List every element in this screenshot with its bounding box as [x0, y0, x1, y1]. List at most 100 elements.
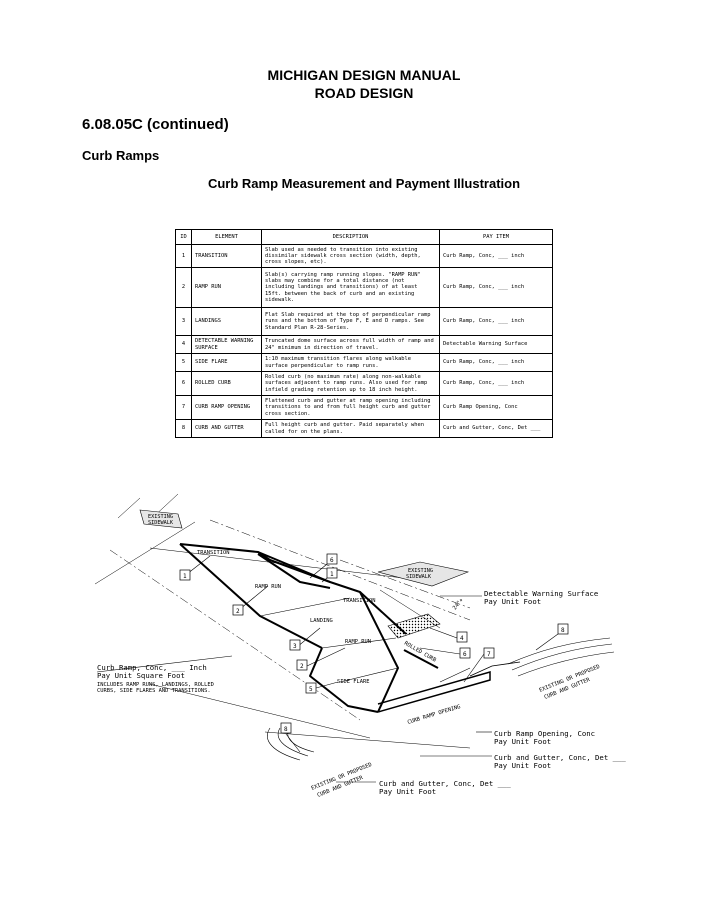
table-row: 1 TRANSITION Slab used as needed to tran…: [175, 244, 553, 268]
note-cg1-title: Curb and Gutter, Conc, Det ___: [494, 753, 626, 762]
cell-id: 5: [175, 353, 192, 372]
callout-1a-label: 1: [183, 573, 187, 580]
callout-7-label: 7: [487, 651, 491, 658]
existing-sidewalk-right-label-1: EXISTING: [408, 568, 433, 574]
cell-id: 7: [175, 395, 192, 420]
cell-id: 8: [175, 419, 192, 438]
pay-note-dws: Detectable Warning Surface Pay Unit Foot: [440, 589, 598, 606]
cell-description: Flattened curb and gutter at ramp openin…: [261, 395, 440, 420]
note-cg2-unit: Pay Unit Foot: [379, 787, 436, 796]
callout-6a: 6: [326, 553, 338, 565]
label-ramp-run-upper: RAMP RUN: [255, 584, 281, 590]
pay-note-curb-ramp-opening: Curb Ramp Opening, Conc Pay Unit Foot: [476, 729, 595, 746]
callout-1b: 1: [326, 567, 338, 579]
pay-note-curb-gutter-left: Curb and Gutter, Conc, Det ___ Pay Unit …: [336, 779, 511, 796]
cell-element: TRANSITION: [191, 244, 262, 268]
callout-5: 5: [305, 682, 317, 694]
callout-1a: 1: [179, 569, 191, 581]
cell-pay-item: Curb Ramp, Conc, ___ inch: [439, 307, 553, 336]
callout-3a-label: 3: [293, 643, 297, 650]
cell-description: Truncated dome surface across full width…: [261, 335, 440, 354]
pay-note-curb-ramp: Curb Ramp, Conc, ___ Inch Pay Unit Squar…: [96, 655, 233, 694]
cell-description: Rolled curb (no maximum rate) along non-…: [261, 371, 440, 396]
label-transition-mid: TRANSITION: [343, 598, 375, 604]
figure-title: Curb Ramp Measurement and Payment Illust…: [207, 176, 521, 191]
section-heading: 6.08.05C (continued): [82, 116, 229, 133]
table-row: 2 RAMP RUN Slab(s) carrying ramp running…: [175, 267, 553, 308]
cell-pay-item: Curb Ramp, Conc, ___ inch: [439, 267, 553, 308]
note-cr-title: Curb Ramp, Conc, ___ Inch: [97, 663, 207, 672]
cell-element: CURB RAMP OPENING: [191, 395, 262, 420]
callout-2b-label: 2: [300, 663, 304, 670]
callout-1b-label: 1: [330, 571, 334, 578]
callout-6b: 6: [459, 647, 471, 659]
callout-3a: 3: [289, 639, 301, 651]
existing-sidewalk-right: EXISTING SIDEWALK: [377, 561, 470, 587]
cell-pay-item: Curb Ramp, Conc, ___ inch: [439, 244, 553, 268]
curb-ramp-illustration: EXISTING SIDEWALK EXISTING SIDEWALK: [94, 493, 626, 799]
callout-8b-label: 8: [284, 726, 288, 733]
pay-note-curb-gutter-right: Curb and Gutter, Conc, Det ___ Pay Unit …: [420, 753, 626, 770]
existing-sidewalk-right-label-2: SIDEWALK: [406, 574, 432, 580]
note-dws-unit: Pay Unit Foot: [484, 597, 541, 606]
callout-8a: 8: [557, 623, 569, 635]
label-side-flare: SIDE FLARE: [337, 679, 369, 685]
callout-8a-label: 8: [561, 627, 565, 634]
dimension-lines: [109, 519, 471, 721]
cell-element: ROLLED CURB: [191, 371, 262, 396]
label-ramp-run-lower: RAMP RUN: [345, 639, 371, 645]
manual-title: MICHIGAN DESIGN MANUAL: [267, 67, 461, 83]
cell-pay-item: Curb Ramp Opening, Conc: [439, 395, 553, 420]
note-dws-title: Detectable Warning Surface: [484, 589, 598, 598]
note-cg2-title: Curb and Gutter, Conc, Det ___: [379, 779, 511, 788]
col-header-pay-item: PAY ITEM: [439, 229, 553, 245]
note-cg1-unit: Pay Unit Foot: [494, 761, 551, 770]
ramp-inner-lines: [259, 597, 399, 683]
col-header-element: ELEMENT: [191, 229, 262, 245]
table-row: 7 CURB RAMP OPENING Flattened curb and g…: [175, 395, 553, 420]
guide-lines: [94, 493, 471, 749]
col-header-description: DESCRIPTION: [261, 229, 440, 245]
label-dim-24: 24"+: [452, 597, 465, 611]
cell-pay-item: Curb Ramp, Conc, ___ inch: [439, 353, 553, 372]
existing-sidewalk-left: EXISTING SIDEWALK: [139, 509, 183, 529]
col-header-id: ID: [175, 229, 192, 245]
pay-item-table: ID ELEMENT DESCRIPTION PAY ITEM 1 TRANSI…: [175, 229, 553, 438]
cell-id: 2: [175, 267, 192, 308]
cell-pay-item: Curb Ramp, Conc, ___ inch: [439, 371, 553, 396]
cell-id: 3: [175, 307, 192, 336]
subsection-heading: Curb Ramps: [82, 148, 160, 163]
table-header-row: ID ELEMENT DESCRIPTION PAY ITEM: [175, 229, 553, 245]
callout-2a-label: 2: [236, 608, 240, 615]
table-row: 4 DETECTABLE WARNING SURFACE Truncated d…: [175, 335, 553, 354]
table-row: 6 ROLLED CURB Rolled curb (no maximum ra…: [175, 371, 553, 396]
callout-8b: 8: [280, 722, 292, 734]
detectable-warning-surface: [387, 613, 441, 639]
cell-pay-item: Curb and Gutter, Conc, Det ___: [439, 419, 553, 438]
existing-sidewalk-left-label-2: SIDEWALK: [148, 520, 174, 526]
cell-id: 4: [175, 335, 192, 354]
callout-2a: 2: [232, 604, 244, 616]
callout-6b-label: 6: [463, 651, 467, 658]
curb-ramp-opening: [377, 661, 521, 713]
cell-pay-item: Detectable Warning Surface: [439, 335, 553, 354]
note-cro-title: Curb Ramp Opening, Conc: [494, 729, 595, 738]
note-cro-unit: Pay Unit Foot: [494, 737, 551, 746]
existing-curb-right: [507, 637, 615, 677]
callout-4-label: 4: [460, 635, 464, 642]
label-curb-ramp-opening: CURB RAMP OPENING: [407, 704, 462, 726]
cell-description: 1:10 maximum transition flares along wal…: [261, 353, 440, 372]
callout-7: 7: [483, 647, 495, 659]
table-row: 5 SIDE FLARE 1:10 maximum transition fla…: [175, 353, 553, 372]
cell-element: RAMP RUN: [191, 267, 262, 308]
table-row: 3 LANDINGS Flat Slab required at the top…: [175, 307, 553, 336]
manual-subtitle: ROAD DESIGN: [314, 85, 414, 101]
table-row: 8 CURB AND GUTTER Full height curb and g…: [175, 419, 553, 438]
note-cr-unit: Pay Unit Square Foot: [97, 671, 185, 680]
note-cr-include-1: INCLUDES RAMP RUNS, LANDINGS, ROLLED: [97, 682, 214, 688]
cell-description: Full height curb and gutter. Paid separa…: [261, 419, 440, 438]
cell-description: Flat Slab required at the top of perpend…: [261, 307, 440, 336]
cell-id: 6: [175, 371, 192, 396]
note-cr-include-2: CURBS, SIDE FLARES AND TRANSITIONS.: [97, 688, 211, 694]
cell-description: Slab(s) carrying ramp running slopes. "R…: [261, 267, 440, 308]
